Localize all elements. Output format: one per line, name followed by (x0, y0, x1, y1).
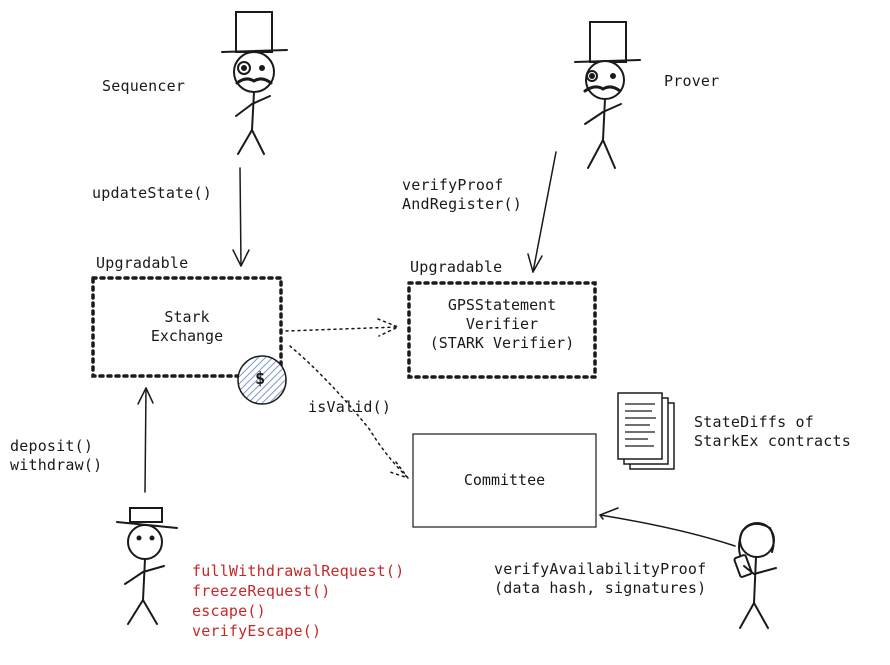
stark-exchange-box (91, 276, 283, 378)
committee-title: Committee (463, 471, 546, 489)
gps-verifier-tag: Upgradable (410, 258, 503, 276)
document-stack-icon (617, 392, 675, 470)
arrow-is-valid (289, 345, 409, 479)
verify-availability-line-2: (data hash, signatures) (494, 579, 707, 597)
funds-symbol: $ (255, 369, 266, 389)
arrow-update-state (239, 167, 242, 267)
escape-calls-label: fullWithdrawalRequest() freezeRequest() … (192, 561, 404, 641)
user-figure (116, 507, 178, 625)
withdraw-call: withdraw() (10, 456, 103, 474)
arrow-deposit-withdraw (144, 387, 147, 493)
stark-exchange-line-2: Exchange (150, 327, 224, 345)
deposit-call: deposit() (10, 437, 94, 455)
full-withdrawal-request-call: fullWithdrawalRequest() (192, 562, 405, 580)
gps-verifier-line-2: Verifier (465, 315, 539, 333)
statediffs-line-2: StarkEx contracts (694, 432, 851, 450)
is-valid-label: isValid() (308, 398, 392, 416)
prover-figure (574, 21, 641, 169)
arrows (137, 151, 736, 547)
funds-coin (237, 355, 287, 405)
statediffs-label: StateDiffs of StarkEx contracts (694, 413, 851, 451)
gps-verifier-title: GPSStatement Verifier (STARK Verifier) (409, 296, 595, 353)
stark-exchange-title: Stark Exchange (93, 308, 281, 346)
arrow-exchange-to-verifier (285, 326, 399, 332)
committee-member-figure (733, 522, 777, 629)
verify-proof-label: verifyProof AndRegister() (402, 176, 522, 214)
verify-escape-call: verifyEscape() (192, 622, 322, 640)
statediffs-line-1: StateDiffs of (694, 413, 814, 431)
stark-exchange-line-1: Stark (164, 308, 210, 326)
verify-availability-label: verifyAvailabilityProof (data hash, sign… (494, 560, 706, 598)
verify-proof-line-2: AndRegister() (402, 195, 522, 213)
gps-verifier-line-1: GPSStatement (447, 296, 557, 314)
stark-exchange-tag: Upgradable (96, 254, 189, 272)
update-state-label: updateState() (92, 184, 212, 202)
verify-proof-line-1: verifyProof (402, 176, 504, 194)
gps-verifier-box (407, 281, 597, 379)
gps-verifier-line-3: (STARK Verifier) (429, 334, 575, 352)
escape-call: escape() (192, 602, 266, 620)
arrow-verify-availability (599, 514, 736, 547)
user-calls-label: deposit() withdraw() (10, 437, 102, 475)
committee-box (412, 433, 597, 528)
freeze-request-call: freezeRequest() (192, 582, 331, 600)
verify-availability-line-1: verifyAvailabilityProof (494, 560, 707, 578)
sequencer-figure (221, 11, 288, 155)
prover-label: Prover (664, 72, 720, 90)
arrow-verify-proof (532, 151, 557, 273)
sequencer-label: Sequencer (102, 77, 186, 95)
